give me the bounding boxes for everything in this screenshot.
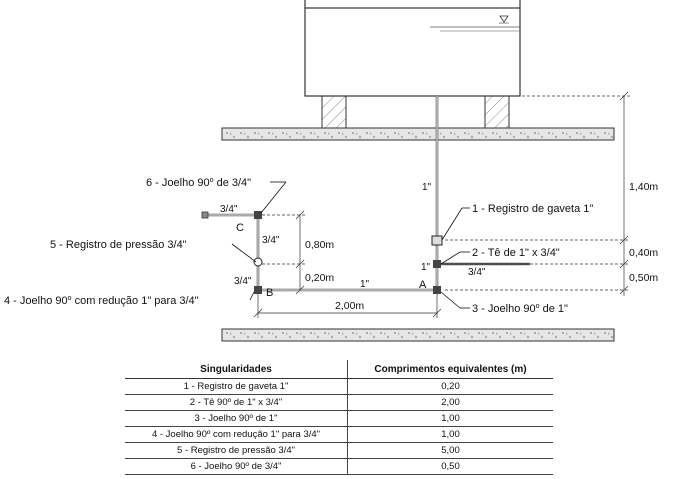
- elbow-a-fitting: [433, 286, 441, 294]
- table-cell: 3 - Joelho 90º de 1": [125, 410, 348, 427]
- table-cell: 4 - Joelho 90º com redução 1" para 3/4": [125, 426, 348, 443]
- pipe-label-vertical-lower: 1": [421, 262, 431, 273]
- table-cell: 5,00: [347, 442, 553, 459]
- table-cell: 1,00: [347, 410, 553, 427]
- label-elbow-3-4: 6 - Joelho 90o de 3/4": [146, 177, 251, 189]
- table-cell: 0,50: [347, 458, 553, 475]
- table-cell: 1 - Registro de gaveta 1": [125, 378, 348, 395]
- lower-slab: [221, 328, 615, 342]
- dimension-lines-right: [445, 91, 630, 296]
- table-cell: 2,00: [347, 394, 553, 411]
- table-cell: 1,00: [347, 426, 553, 443]
- table-header-row: Singularidades Comprimentos equivalentes…: [125, 360, 553, 379]
- pipe-label-left-lower: 3/4": [234, 276, 252, 287]
- pipe-label-horizontal-bottom: 1": [360, 279, 370, 290]
- table-cell: 6 - Joelho 90º de 3/4": [125, 458, 348, 475]
- gate-valve-fitting: [431, 235, 443, 246]
- dim-1-40: 1,40m: [629, 181, 658, 193]
- table-row: 3 - Joelho 90º de 1" 1,00: [125, 410, 553, 427]
- pipe-label-vertical-main: 1": [422, 182, 432, 193]
- label-pressure-valve: 5 - Registro de pressão 3/4": [50, 239, 187, 251]
- elbow-c-fitting: [254, 211, 262, 219]
- singularities-table: Singularidades Comprimentos equivalentes…: [125, 360, 553, 475]
- label-elbow-reduction: 4 - Joelho 90o com redução 1" para 3/4": [4, 295, 199, 307]
- table-header: Singularidades: [125, 360, 348, 379]
- tank-support-left: [321, 95, 347, 129]
- pipe-label-branch-right: 3/4": [468, 267, 486, 278]
- tank-support-right: [484, 95, 510, 129]
- table-row: 2 - Tê 90º de 1" x 3/4" 2,00: [125, 394, 553, 411]
- label-elbow-1in: 3 - Joelho 90o de 1": [472, 303, 568, 315]
- water-tank: [304, 0, 521, 97]
- table-cell: 5 - Registro de pressão 3/4": [125, 442, 348, 459]
- dim-2-00: 2,00m: [335, 300, 364, 312]
- upper-slab: [221, 127, 615, 141]
- dim-0-80: 0,80m: [305, 239, 334, 251]
- table-row: 4 - Joelho 90º com redução 1" para 3/4" …: [125, 426, 553, 443]
- dim-0-20: 0,20m: [305, 272, 334, 284]
- tee-fitting: [433, 260, 441, 268]
- pressure-valve-fitting: [253, 257, 263, 267]
- leader-lines: [231, 181, 470, 309]
- elbow-b-fitting: [254, 286, 262, 294]
- point-b: B: [266, 287, 273, 299]
- point-c: C: [236, 222, 244, 234]
- dimension-lines-left: [253, 210, 442, 318]
- pipe-label-left-upper: 3/4": [262, 235, 280, 246]
- table-header: Comprimentos equivalentes (m): [347, 360, 553, 379]
- table-row: 1 - Registro de gaveta 1" 0,20: [125, 378, 553, 395]
- table-cell: 0,20: [347, 378, 553, 395]
- pipe-label-top-left: 3/4": [220, 204, 238, 215]
- table-row: 5 - Registro de pressão 3/4" 5,00: [125, 442, 553, 459]
- table-cell: 2 - Tê 90º de 1" x 3/4": [125, 394, 348, 411]
- dim-0-50: 0,50m: [629, 272, 658, 284]
- outlet-cap: [201, 211, 209, 219]
- table-row: 6 - Joelho 90º de 3/4" 0,50: [125, 458, 553, 475]
- point-a: A: [419, 279, 427, 291]
- label-gate-valve: 1 - Registro de gaveta 1": [472, 203, 593, 215]
- dim-0-40: 0,40m: [629, 247, 658, 259]
- label-tee: 2 - Tê de 1" x 3/4": [472, 247, 560, 259]
